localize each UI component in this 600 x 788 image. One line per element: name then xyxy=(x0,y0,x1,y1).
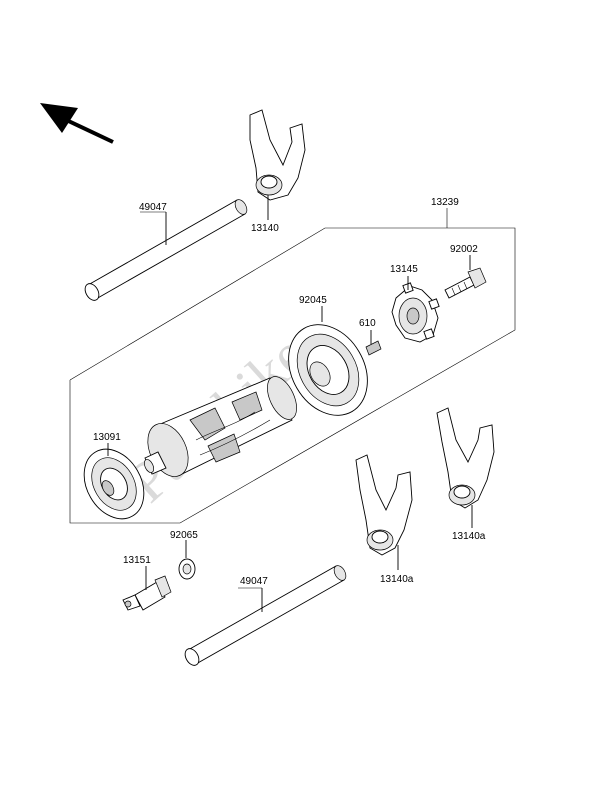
label-pin: 610 xyxy=(359,318,376,329)
shaft-top xyxy=(84,199,248,301)
label-rod-bottom: 49047 xyxy=(240,576,268,587)
label-fork-top: 13140 xyxy=(251,223,279,234)
bearing-right xyxy=(288,306,368,416)
bolt xyxy=(444,267,487,299)
washer xyxy=(178,540,196,580)
shaft-bottom xyxy=(184,565,347,666)
neutral-switch xyxy=(122,566,172,611)
shift-fork-right xyxy=(436,407,495,528)
label-switch: 13151 xyxy=(123,555,151,566)
label-drum-group: 13239 xyxy=(431,197,459,208)
label-fork-middle: 13140a xyxy=(380,574,414,585)
bearing-left xyxy=(83,443,145,520)
label-bearing-right: 92045 xyxy=(299,295,327,306)
label-fork-right: 13140a xyxy=(452,531,486,542)
label-bearing-left: 13091 xyxy=(93,432,121,443)
label-bolt: 92002 xyxy=(450,244,478,255)
label-washer: 92065 xyxy=(170,530,198,541)
pin xyxy=(365,330,382,356)
arrow-front-icon xyxy=(40,103,114,144)
assembly-bracket xyxy=(69,208,516,524)
cam-plate xyxy=(391,276,440,343)
label-rod-top: 49047 xyxy=(139,202,167,213)
shift-fork-middle xyxy=(355,454,413,570)
shift-fork-top xyxy=(249,109,306,220)
label-cam-plate: 13145 xyxy=(390,264,418,275)
shift-drum xyxy=(143,376,297,477)
